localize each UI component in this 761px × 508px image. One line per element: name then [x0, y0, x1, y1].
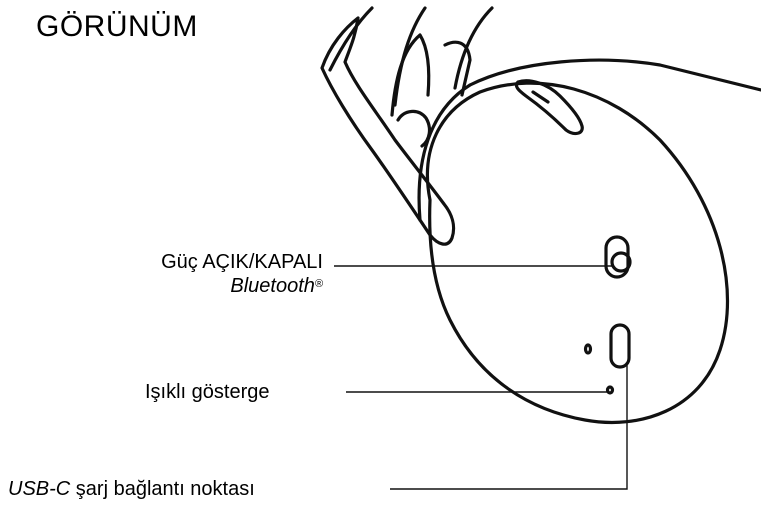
earcup-back: [419, 85, 470, 220]
indicator-label: Işıklı gösterge: [145, 380, 270, 404]
usb-c-port: [611, 325, 629, 367]
mic-boom: [322, 18, 454, 244]
usb-label: USB-C şarj bağlantı noktası: [8, 477, 255, 501]
indicator-label-text: Işıklı gösterge: [145, 381, 270, 403]
top-button-detail: [533, 92, 548, 102]
indicator-led: [608, 387, 613, 393]
registered-mark: ®: [315, 278, 323, 290]
power-label-line1: Güç AÇIK/KAPALI: [161, 250, 323, 274]
headband-inner-curve: [392, 35, 429, 115]
usb-label-text: şarj bağlantı noktası: [70, 478, 255, 500]
mic-hole: [586, 345, 591, 353]
headband-outline-right: [455, 8, 492, 88]
bluetooth-text: Bluetooth: [230, 275, 315, 297]
mic-boom-joint: [398, 111, 429, 146]
usb-label-prefix: USB-C: [8, 478, 70, 500]
callout-line-usb: [390, 364, 627, 489]
headband-outline-inner: [395, 8, 425, 105]
power-label: Güç AÇIK/KAPALI Bluetooth®: [161, 250, 323, 298]
power-label-line2: Bluetooth®: [161, 274, 323, 298]
